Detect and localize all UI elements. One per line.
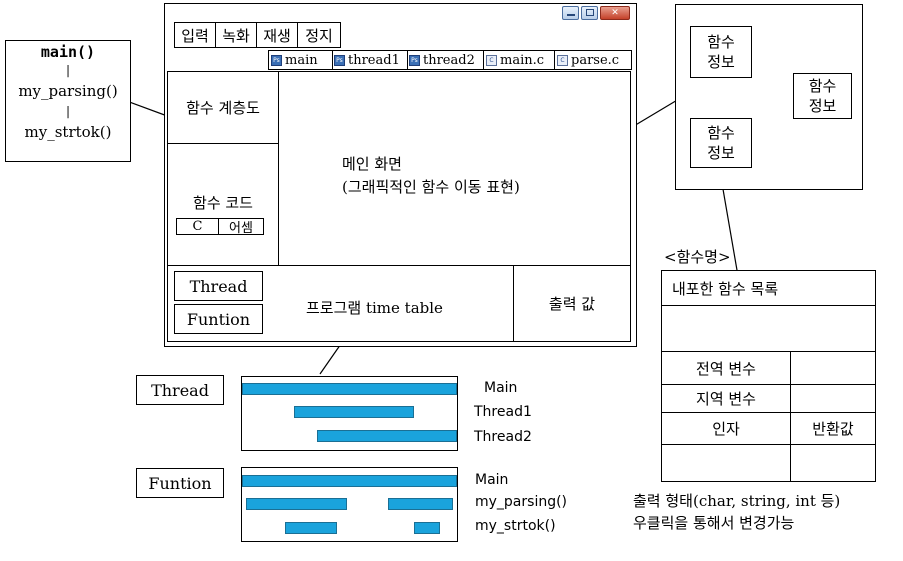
menu-input[interactable]: 입력 <box>175 23 216 47</box>
maximize-button[interactable] <box>581 6 598 20</box>
output-label: 출력 값 <box>548 295 596 313</box>
output-format-note: 출력 형태(char, string, int 등) <box>633 492 841 510</box>
local-vars-label: 지역 변수 <box>696 390 756 408</box>
table-divider <box>662 351 875 352</box>
code-tab-asm[interactable]: 어셈 <box>229 221 253 236</box>
node-text: 정보 <box>707 144 735 162</box>
graph-node-c: 함수 정보 <box>793 73 852 119</box>
node-text: 함수 <box>808 77 837 95</box>
code-tab-bar <box>176 218 264 235</box>
main-view-title: 메인 화면 <box>342 155 402 173</box>
main-view-description: (그래픽적인 함수 이동 표현) <box>342 178 520 196</box>
main-view-panel: 메인 화면 (그래픽적인 함수 이동 표현) <box>278 71 631 266</box>
thread-bar-thread1-0 <box>293 406 414 418</box>
function-code-label: 함수 코드 <box>193 194 253 212</box>
included-functions-label: 내포한 함수 목록 <box>662 272 875 306</box>
call-tree-box: main() | my_parsing() | my_strtok() <box>5 40 131 162</box>
function-button[interactable]: Funtion <box>174 304 263 334</box>
right-click-note: 우클릭을 통해서 변경가능 <box>633 514 795 532</box>
code-tab-c[interactable]: C <box>177 218 219 235</box>
thread-bar-main-0 <box>242 383 457 395</box>
function-bar-my-strtok-1 <box>414 522 440 534</box>
tab-label: main <box>285 52 318 68</box>
function-bar-my-parsing-0 <box>246 498 348 510</box>
function-detail-title: <함수명> <box>664 248 731 266</box>
function-bar-main-0 <box>242 475 457 487</box>
c-source-icon: C <box>486 54 497 66</box>
node-text: 함수 <box>707 33 735 51</box>
c-source-icon: C <box>557 54 568 66</box>
timetable-label: 프로그램 time table <box>306 299 443 317</box>
call-tree-connector: | <box>65 104 71 118</box>
function-timeline-button[interactable]: Funtion <box>136 468 224 498</box>
function-row-label-parsing: my_parsing() <box>475 494 568 510</box>
hierarchy-callout-line <box>123 99 171 118</box>
table-divider <box>662 384 875 385</box>
function-hierarchy-panel: 함수 계층도 <box>167 71 279 144</box>
tab-strip <box>268 50 632 70</box>
call-tree-child: my_parsing() <box>18 82 118 100</box>
function-bar-my-strtok-0 <box>285 522 337 534</box>
call-tree-connector: | <box>65 63 71 77</box>
thread-button-label: Thread <box>189 276 248 296</box>
args-label: 인자 <box>712 420 740 438</box>
thread-row-label-thread2: Thread2 <box>474 429 532 445</box>
table-divider <box>662 412 875 413</box>
tab-label: thread1 <box>348 52 400 68</box>
node-text: 함수 <box>707 124 735 142</box>
function-timeline-button-label: Funtion <box>148 473 212 493</box>
function-code-panel: 함수 코드 <box>167 143 279 266</box>
graph-node-b: 함수 정보 <box>690 118 752 168</box>
node-text: 정보 <box>808 97 837 115</box>
node-text: 정보 <box>707 53 735 71</box>
thread-button[interactable]: Thread <box>174 271 263 301</box>
thread-timeline-button[interactable]: Thread <box>136 375 224 405</box>
function-button-label: Funtion <box>186 309 251 329</box>
call-tree-grandchild: my_strtok() <box>24 123 112 141</box>
call-tree-root: main() <box>40 43 96 61</box>
project-icon: Ps <box>409 54 420 66</box>
project-icon: Ps <box>271 54 282 66</box>
project-icon: Ps <box>334 54 345 66</box>
output-panel: 출력 값 <box>513 265 631 342</box>
function-row-label-main: Main <box>475 472 509 488</box>
function-row-label-strtok: my_strtok() <box>475 518 556 534</box>
table-divider <box>790 351 791 481</box>
tab-label: main.c <box>500 52 545 68</box>
thread-row-label-main: Main <box>484 380 518 396</box>
thread-row-label-thread1: Thread1 <box>474 404 532 420</box>
table-divider <box>662 444 875 445</box>
global-vars-label: 전역 변수 <box>696 360 756 378</box>
thread-timeline-button-label: Thread <box>151 380 209 400</box>
menu-play[interactable]: 재생 <box>257 23 298 47</box>
graph-node-a: 함수 정보 <box>690 26 752 78</box>
thread-bar-thread2-0 <box>317 430 457 442</box>
tab-label: thread2 <box>423 52 475 68</box>
function-bar-my-parsing-1 <box>388 498 453 510</box>
menu-bar <box>174 22 341 48</box>
minimize-button[interactable] <box>562 6 579 20</box>
tab-label: parse.c <box>571 52 620 68</box>
menu-stop[interactable]: 정지 <box>305 26 333 45</box>
menu-record[interactable]: 녹화 <box>216 23 257 47</box>
function-hierarchy-label: 함수 계층도 <box>186 99 260 117</box>
return-value-label: 반환값 <box>812 420 854 438</box>
close-button[interactable]: ✕ <box>600 6 630 20</box>
